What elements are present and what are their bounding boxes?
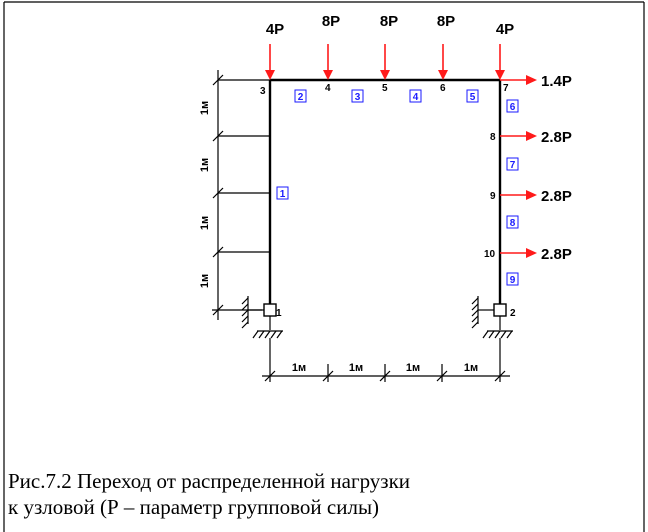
vertical-loads: 4P 8P 8P 8P 4P [265,13,514,80]
element-label: 1 [280,189,286,200]
node-label: 1 [276,308,282,319]
load-label: 8P [322,13,340,30]
element-label: 9 [510,275,516,286]
bottom-dim-label: 1м [406,362,420,374]
load-arrow-head [526,75,537,85]
node-label: 10 [484,249,496,260]
node-label: 2 [510,308,516,319]
load-label: 2.8P [541,188,572,205]
load-arrow-head [526,248,537,258]
node-label: 7 [503,83,509,94]
load-label: 8P [437,13,455,30]
bottom-dimension-chain: 1м 1м 1м 1м [262,338,510,382]
node-label: 6 [440,83,446,94]
element-label: 4 [413,92,419,103]
load-label: 4P [266,21,284,38]
node-label: 3 [260,86,266,97]
node-label: 9 [490,191,496,202]
element-label: 5 [470,92,476,103]
node-label: 5 [382,83,388,94]
left-dim-label: 1м [199,216,211,230]
right-support [471,296,513,339]
load-label: 4P [496,21,514,38]
node-numbers: 1 2 3 4 5 6 7 8 9 10 [260,83,516,319]
load-label: 8P [380,13,398,30]
bottom-dim-label: 1м [349,362,363,374]
load-arrow-head [380,70,390,80]
caption-line-1: Рис.7.2 Переход от распределенной нагруз… [8,469,411,493]
element-label: 2 [298,92,304,103]
caption-line-2: к узловой (Р – параметр групповой силы) [8,495,380,519]
horizontal-loads: 1.4P 2.8P 2.8P 2.8P [500,73,572,263]
load-label: 2.8P [541,246,572,263]
load-arrow-head [265,70,275,80]
node-label: 4 [325,83,331,94]
node-label: 8 [490,132,496,143]
load-arrow-head [526,131,537,141]
element-label: 7 [510,160,516,171]
load-label: 2.8P [541,129,572,146]
element-label: 3 [355,92,361,103]
load-arrow-head [526,190,537,200]
load-arrow-head [495,70,505,80]
bottom-dim-label: 1м [292,362,306,374]
load-arrow-head [323,70,333,80]
left-dim-label: 1м [199,274,211,288]
element-numbers: 1 2 3 4 5 6 7 8 9 [276,89,519,286]
left-dim-label: 1м [199,101,211,115]
left-dim-label: 1м [199,158,211,172]
bottom-dim-label: 1м [464,362,478,374]
figure-caption: Рис.7.2 Переход от распределенной нагруз… [8,468,644,520]
left-dimension-chain: 1м 1м 1м 1м [199,70,270,320]
load-arrow-head [438,70,448,80]
left-support [241,296,283,339]
element-label: 8 [510,218,516,229]
load-label: 1.4P [541,73,572,90]
element-label: 6 [510,102,516,113]
